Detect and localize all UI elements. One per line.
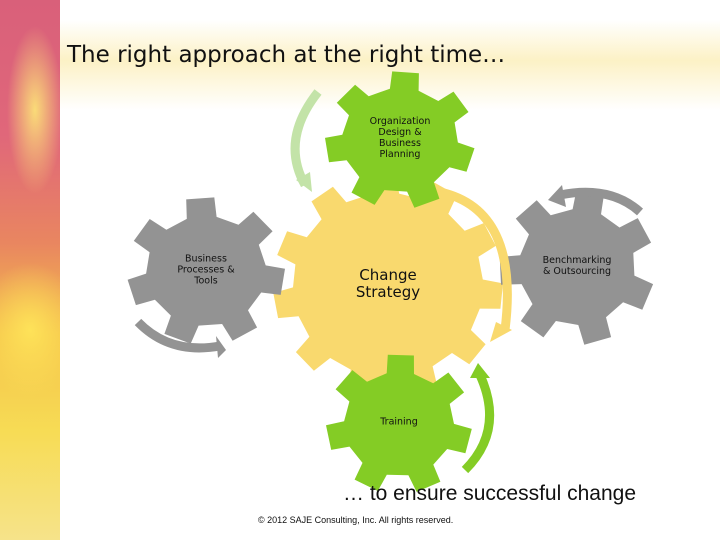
label-line: Business — [379, 138, 421, 149]
label-line: Benchmarking — [542, 255, 612, 267]
gear-label-organization-design: Organization Design & Business Planning — [369, 116, 431, 161]
gear-label-change-strategy: Change Strategy — [355, 265, 421, 302]
label-line: Strategy — [355, 283, 421, 301]
label-line: Business — [185, 253, 227, 265]
arrowhead-icon — [490, 322, 512, 342]
label-line: Organization — [369, 116, 431, 128]
gear-benchmarking — [499, 189, 654, 345]
copyright-notice: © 2012 SAJE Consulting, Inc. All rights … — [258, 515, 454, 525]
label-line: Processes & — [177, 264, 235, 276]
label-line: Change — [359, 265, 417, 284]
gear-business-processes — [127, 197, 285, 344]
slide-subtitle: … to ensure successful change — [343, 482, 636, 505]
decorative-sidebar-image — [0, 0, 60, 540]
rotation-arrow — [559, 187, 644, 216]
slide-title: The right approach at the right time… — [67, 42, 506, 68]
gear-label-benchmarking: Benchmarking & Outsourcing — [542, 255, 612, 278]
label-line: Tools — [194, 275, 218, 287]
arrowhead-icon — [296, 172, 312, 192]
label-line: & Outsourcing — [542, 266, 612, 277]
gear-label-business-processes: Business Processes & Tools — [177, 253, 235, 288]
rotation-arrow — [438, 187, 512, 331]
arrowhead-icon — [216, 336, 226, 358]
arrowhead-icon — [470, 363, 490, 378]
gear-training — [326, 354, 472, 492]
label-line: Training — [380, 416, 418, 428]
rotation-arrow — [461, 373, 495, 474]
gear-change-strategy — [273, 173, 503, 397]
gear-organization-design — [325, 71, 475, 208]
gear-label-training: Training — [380, 416, 418, 429]
rotation-arrow — [290, 89, 322, 188]
label-line: Design & — [378, 127, 422, 139]
rotation-arrow — [134, 318, 221, 353]
label-line: Planning — [379, 148, 421, 160]
arrowhead-icon — [548, 185, 566, 207]
